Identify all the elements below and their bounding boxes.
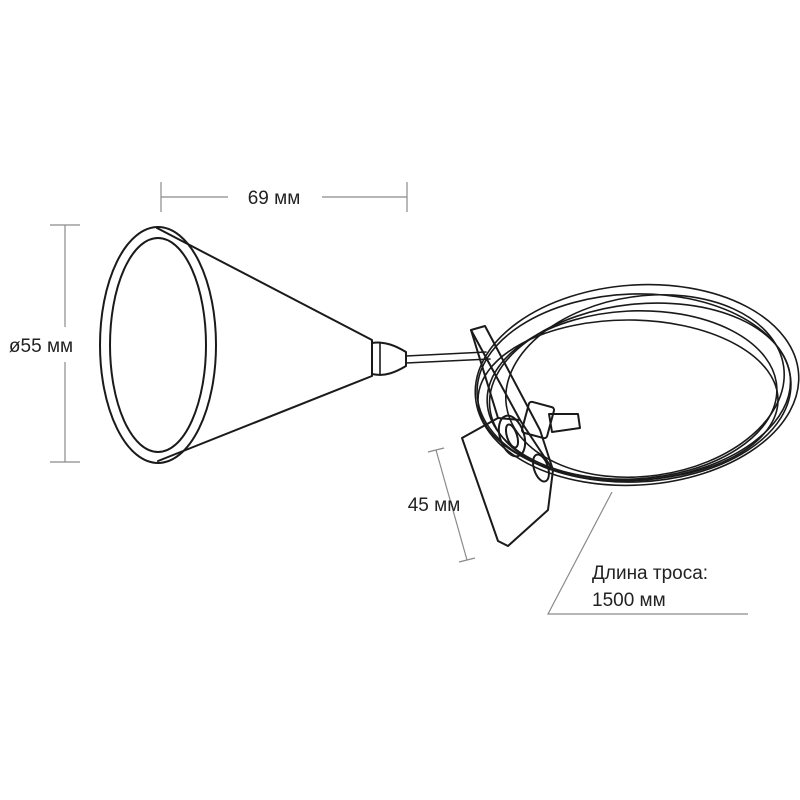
diameter-label: ø55 мм: [9, 336, 73, 357]
bracket-dimension: 45 мм: [408, 447, 476, 563]
cone-inner-rim: [109, 237, 207, 453]
coiled-cable: [474, 283, 800, 487]
width-label: 69 мм: [248, 188, 301, 209]
cable-loop-1: [474, 283, 800, 487]
cable-strand-top: [405, 351, 487, 357]
bracket-extension-top: [427, 447, 445, 453]
cable-loop-5: [504, 293, 786, 479]
bracket-screw-hole-2: [532, 453, 550, 483]
cable-straight: [405, 351, 491, 364]
cable-loop-2: [476, 293, 792, 483]
cable-loop-6: [477, 319, 779, 481]
cone-tip-fitting: [371, 341, 407, 376]
bracket-label: 45 мм: [408, 495, 461, 516]
cable-label-line2: 1500 мм: [592, 590, 666, 611]
bracket-screw-hole-1-inner: [504, 423, 520, 449]
diameter-dimension: ø55 мм: [9, 224, 80, 463]
bracket-extension-bottom: [458, 557, 476, 563]
cable-length-callout: Длина троса: 1500 мм: [547, 491, 748, 615]
bracket-dimension-line: [435, 449, 468, 561]
cable-strand-bottom: [405, 358, 491, 364]
bracket-cable-grip: [548, 413, 581, 433]
cable-label-line1: Длина троса:: [592, 563, 708, 584]
cable-leader-line: [547, 491, 748, 615]
cone-holder: [99, 226, 407, 464]
width-dimension: 69 мм: [160, 182, 408, 212]
cone-outer-rim: [99, 226, 217, 464]
bracket-plate: [461, 325, 554, 547]
ceiling-bracket: [461, 325, 581, 547]
